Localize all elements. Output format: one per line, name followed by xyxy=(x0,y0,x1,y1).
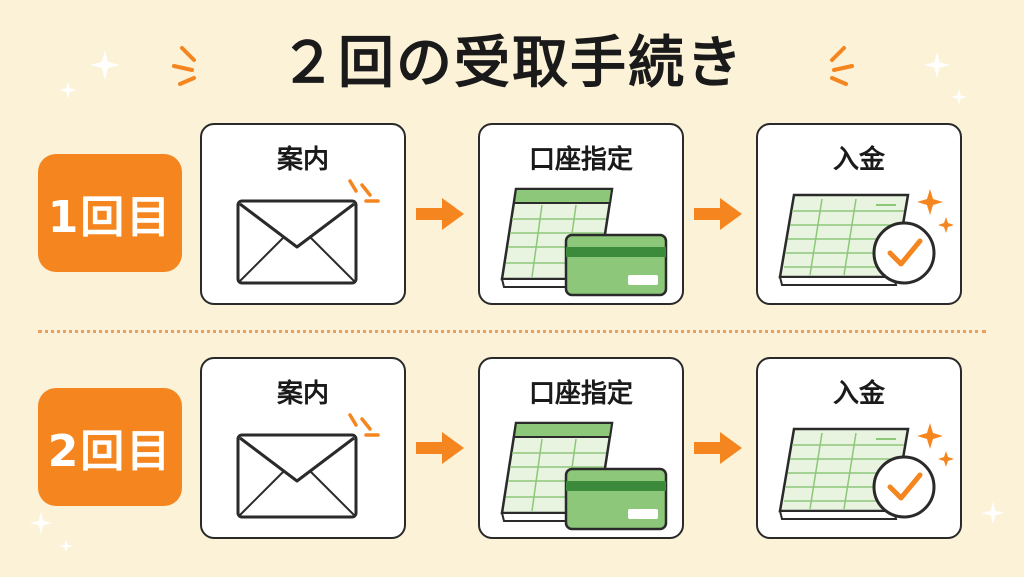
step-card-account: 口座指定 xyxy=(478,123,684,305)
envelope-icon xyxy=(236,413,380,519)
title-accent-left-icon xyxy=(172,46,196,86)
step-card-account: 口座指定 xyxy=(478,357,684,539)
title-accent-right-icon xyxy=(830,46,854,86)
sparkle-icon xyxy=(923,51,951,79)
passbook-and-card-icon xyxy=(500,421,668,531)
step-label: 口座指定 xyxy=(528,145,633,175)
sparkle-icon xyxy=(981,501,1005,525)
sparkle-icon xyxy=(59,81,77,99)
sparkle-icon xyxy=(90,50,120,80)
step-card-deposit: 入金 xyxy=(756,357,962,539)
step-label: 案内 xyxy=(276,145,329,175)
page-title: ２回の受取手続き xyxy=(280,31,744,96)
row-divider xyxy=(38,330,986,333)
passbook-check-icon xyxy=(778,189,954,286)
step-label: 口座指定 xyxy=(528,379,633,409)
sparkle-icon xyxy=(58,538,74,554)
passbook-and-card-icon xyxy=(500,187,668,297)
arrow-right-icon xyxy=(416,432,464,464)
row-badge-first: 1回目 xyxy=(38,154,182,272)
passbook-check-icon xyxy=(778,423,954,520)
step-card-deposit: 入金 xyxy=(756,123,962,305)
arrow-right-icon xyxy=(694,432,742,464)
sparkle-icon xyxy=(29,511,53,535)
step-label: 案内 xyxy=(276,379,329,409)
arrow-right-icon xyxy=(694,198,742,230)
step-card-notice: 案内 xyxy=(200,123,406,305)
step-label: 入金 xyxy=(832,379,885,409)
row-badge-second: 2回目 xyxy=(38,388,182,506)
envelope-icon xyxy=(236,179,380,285)
sparkle-icon xyxy=(951,89,967,105)
step-label: 入金 xyxy=(832,145,885,175)
step-card-notice: 案内 xyxy=(200,357,406,539)
arrow-right-icon xyxy=(416,198,464,230)
